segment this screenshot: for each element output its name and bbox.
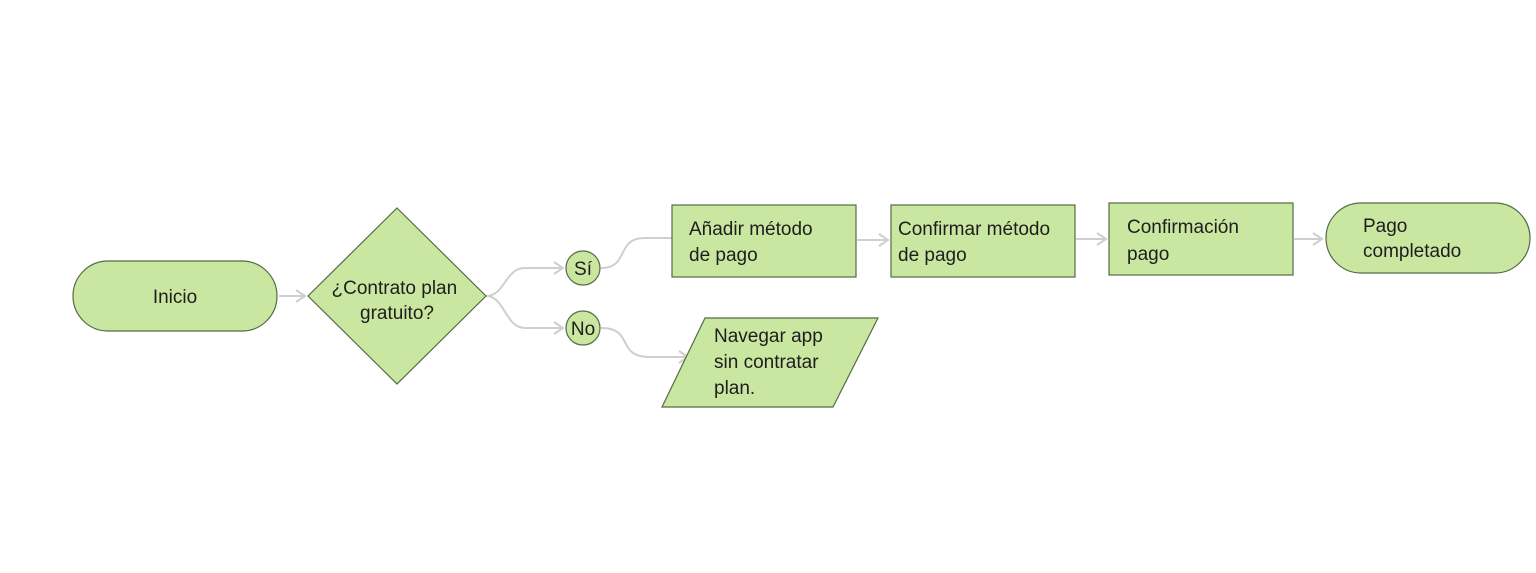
svg-text:Pago completado: Pago completado: [1363, 216, 1461, 262]
done-line: Pago: [1363, 216, 1407, 237]
confirmation-line: Confirmación: [1127, 217, 1239, 238]
start-node: Inicio: [72, 260, 278, 332]
svg-text:Confirmación pago: Confirmación pago: [1127, 217, 1244, 265]
svg-text:¿Contrato plan gratuito?: ¿Contrato plan gratuito?: [332, 278, 463, 324]
edge-no-browse: [600, 327, 690, 364]
svg-text:Confirmar método de pago: Confirmar método de pago: [898, 219, 1055, 266]
decision-label-line: gratuito?: [360, 303, 434, 324]
confirm-method-line: Confirmar método: [898, 219, 1050, 240]
confirmation-line: pago: [1127, 244, 1169, 265]
no-connector: No: [565, 310, 601, 346]
svg-text:Añadir método de pago: Añadir método de pago: [689, 219, 818, 266]
add-method-line: Añadir método: [689, 219, 813, 240]
confirmation-node: Confirmación pago: [1108, 202, 1294, 276]
browse-node: Navegar app sin contratar plan.: [661, 317, 879, 408]
browse-line: Navegar app: [714, 326, 823, 347]
browse-line: sin contratar: [714, 352, 819, 373]
confirm-method-node: Confirmar método de pago: [890, 204, 1076, 278]
no-label: No: [571, 319, 595, 340]
browse-line: plan.: [714, 378, 755, 399]
yes-label: Sí: [574, 259, 593, 280]
done-node: Pago completado: [1325, 202, 1531, 274]
done-line: completado: [1363, 241, 1461, 262]
decision-node: ¿Contrato plan gratuito?: [307, 207, 487, 385]
start-label: Inicio: [153, 287, 197, 308]
decision-label-line: ¿Contrato plan: [332, 278, 458, 299]
confirm-method-line: de pago: [898, 245, 967, 266]
add-method-node: Añadir método de pago: [671, 204, 857, 278]
edge-yes-add-method: [600, 237, 672, 269]
edge-decision-no: [485, 295, 565, 335]
add-method-line: de pago: [689, 245, 758, 266]
svg-text:Navegar app sin contrata: Navegar app sin contratar plan.: [714, 326, 828, 399]
edge-decision-yes: [485, 261, 565, 297]
yes-connector: Sí: [565, 250, 601, 286]
